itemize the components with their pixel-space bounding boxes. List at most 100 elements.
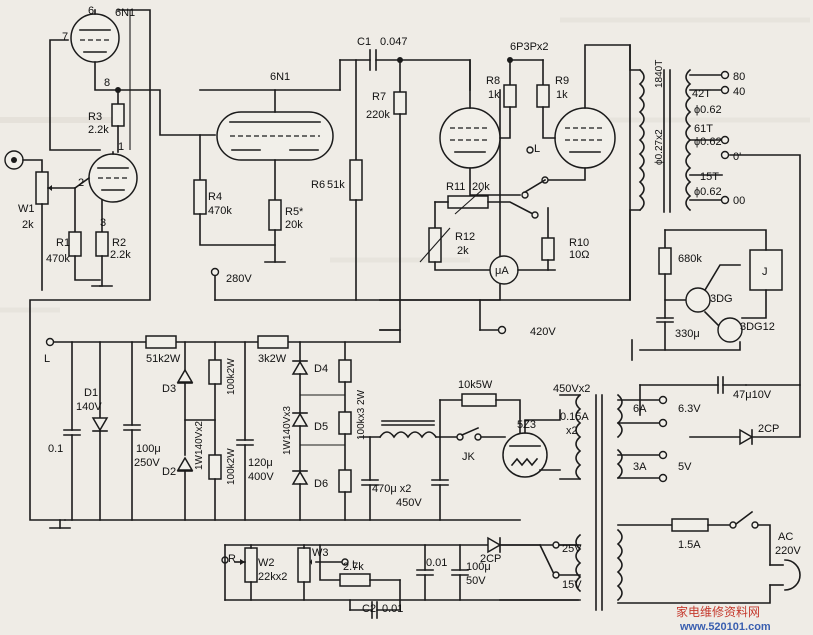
label-5v: 5V [678,461,692,473]
label-r10v: 10Ω [569,249,589,261]
label-c100: 100μ [136,443,161,455]
label-r-low: R [228,553,236,565]
r100k-1 [338,359,352,383]
label-w062b: ϕ0.62 [694,136,722,148]
label-r11: R11 [446,181,465,193]
label-r8v: 1k [488,89,500,101]
label-w062c: ϕ0.62 [694,186,722,198]
choke-inductor [378,431,438,439]
label-1840t: 1840T [654,60,665,88]
r6 [349,159,363,201]
label-00: 00 [733,195,745,207]
label-3a: 3A [633,461,647,473]
label-pin6: 6 [88,5,94,17]
label-r3: R3 [88,111,102,123]
label-r9: R9 [555,75,569,87]
watermark-cn: 家电维修资料网 [676,604,760,619]
label-c1v: 0.047 [380,36,408,48]
label-r2: R2 [112,237,126,249]
label-w3: W3 [312,547,329,559]
output-transformer [629,44,801,386]
label-r6: R6 [311,179,325,191]
label-5z3: 5Z3 [517,419,536,431]
label-15t: 15T [700,171,719,183]
power-supply [45,329,801,611]
watermark: 家电维修资料网 www.520101.com [676,604,771,633]
label-d1v: 140V [76,401,102,413]
low-voltage-supply [221,536,581,619]
r3k2w [257,335,289,349]
label-r7v: 220k [366,109,390,121]
tube-6p3p-right [554,107,616,169]
power-switch[interactable] [734,510,754,526]
label-3dg: 3DG [710,293,733,305]
fuse-1-5a [671,518,709,532]
w3-pot [297,547,311,583]
r2 [95,231,109,257]
label-r12: R12 [455,231,475,243]
label-015a: 0.15A [560,411,589,423]
tap-mid [720,150,730,160]
label-d6: D6 [314,478,328,490]
tube-6n1-bottom [88,153,138,203]
diode-d1 [91,417,109,432]
label-pin3: 3 [100,217,106,229]
delay-circuit [631,229,801,446]
input-stage [4,9,216,521]
label-100kx3: 100kx3 2W [356,389,367,440]
label-w1v: 2k [22,219,34,231]
label-6a: 6A [633,403,647,415]
tap-80 [720,70,730,80]
r8 [503,84,517,108]
label-c120v: 400V [248,471,274,483]
label-6n1-mid: 6N1 [270,71,290,83]
label-c1: C1 [357,36,371,48]
w2-pot [244,547,258,583]
terminal-280v [210,267,220,277]
tube-6n1-top [70,13,120,63]
label-c2v: 0.01 [382,603,403,615]
r5 [268,199,282,231]
w1-pot [35,171,49,205]
label-2cp-c: 2CP [480,553,501,565]
label-2cp-a: 2CP [758,423,779,435]
label-r1: R1 [56,237,70,249]
label-c120: 120μ [248,457,273,469]
output-stage [379,44,631,335]
label-2-7k: 2.7k [343,561,364,573]
label-ac: AC [778,531,793,543]
label-d1: D1 [84,387,98,399]
r1 [68,231,82,257]
tube-6p3p-left [439,107,501,169]
label-c470v: 450V [396,497,422,509]
jk-switch[interactable] [460,426,480,437]
voltage-select-switch[interactable] [538,543,555,574]
r100k2w-bottom [208,454,222,480]
label-r4v: 470k [208,205,232,217]
label-63v: 6.3V [678,403,701,415]
r4 [193,179,207,215]
tap-40 [720,85,730,95]
label-450vx2: 450Vx2 [553,383,590,395]
label-0p: 0' [733,151,741,163]
label-420v: 420V [530,326,556,338]
label-1w140x2: 1W140Vx2 [194,421,205,470]
label-100k2w-a: 100k2W [226,358,237,395]
label-r4: R4 [208,191,222,203]
tap-0p [720,135,730,145]
transistor-3dg12 [717,317,743,343]
label-r1v: 470k [46,253,70,265]
label-42t: 42T [692,88,711,100]
watermark-url: www.520101.com [679,621,771,633]
label-3k2w: 3k2W [258,353,287,365]
label-47u: 47μ10V [733,389,772,401]
diode-2cp-low [487,536,502,554]
label-ac220: 220V [775,545,801,557]
label-40: 40 [733,86,745,98]
label-w2v: 22kx2 [258,571,287,583]
label-relay: J [762,266,768,278]
label-w1: W1 [18,203,35,215]
r100k-3 [338,469,352,493]
r10 [541,237,555,261]
